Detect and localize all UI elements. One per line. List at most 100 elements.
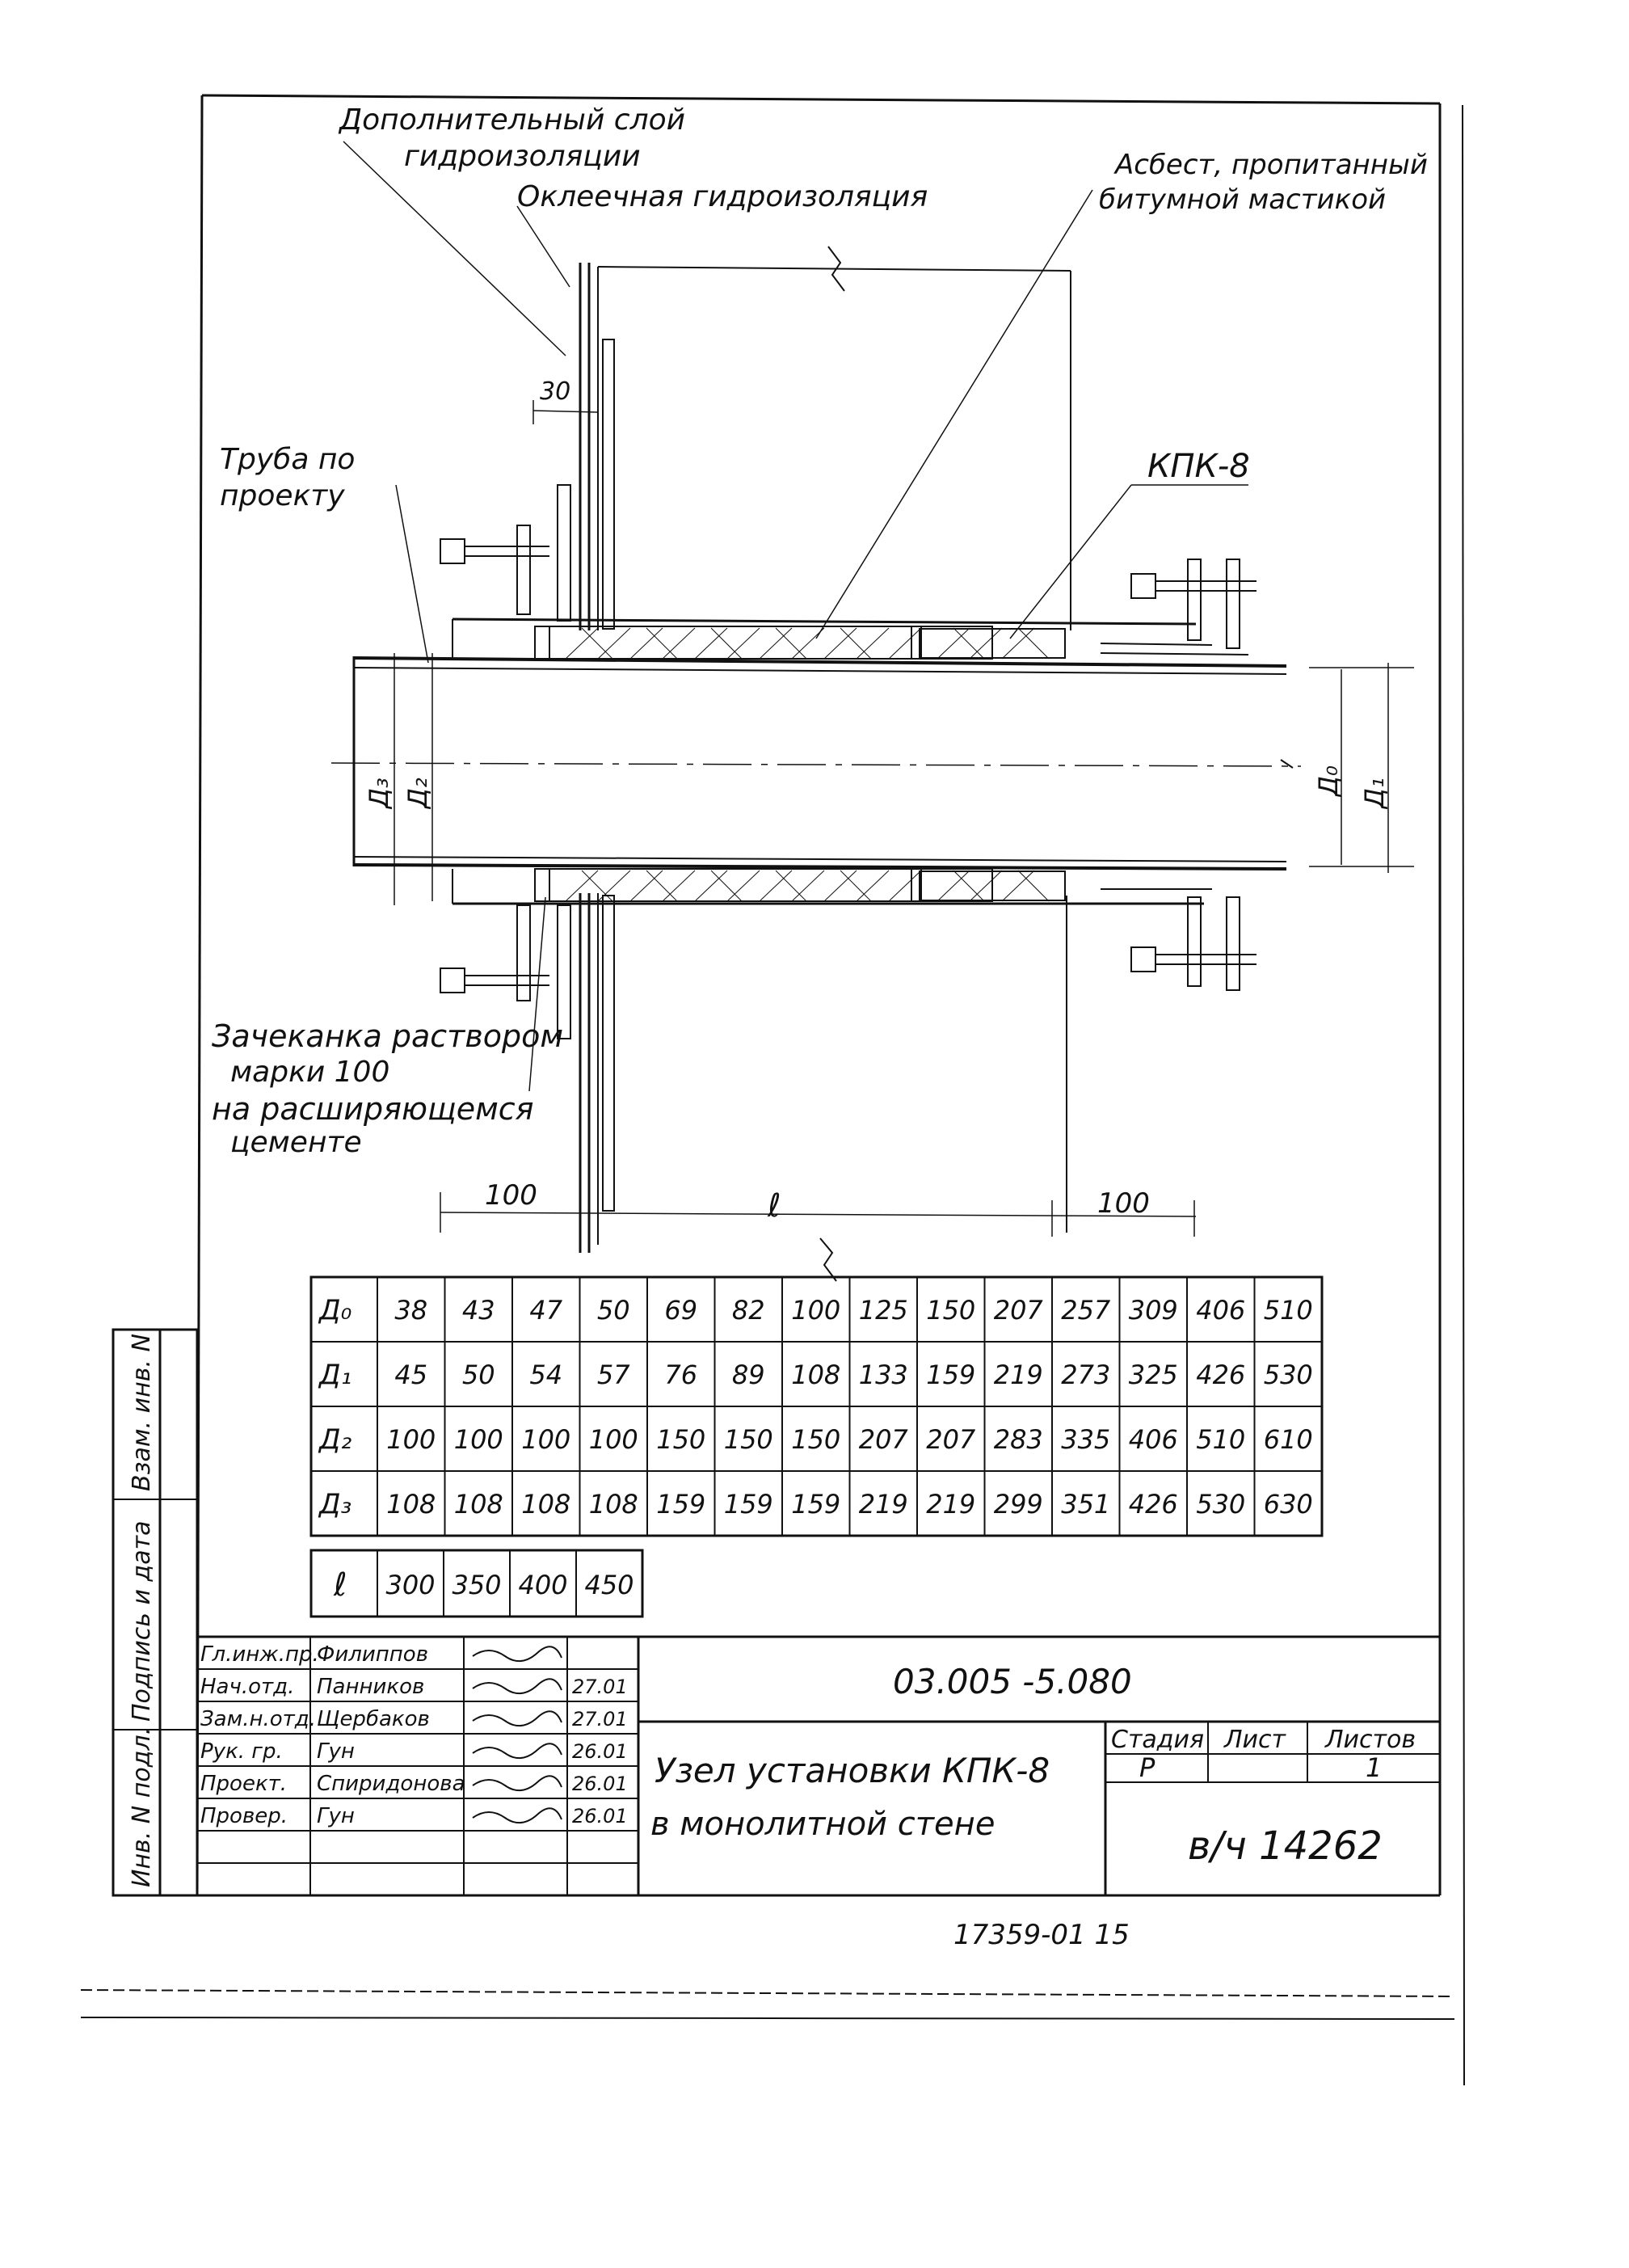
label-kpk8: КПК-8 [1147, 448, 1250, 485]
table-row-label: Д₂ [318, 1423, 352, 1456]
table-cell: 299 [994, 1489, 1043, 1520]
table-cell: 325 [1129, 1360, 1178, 1390]
label-asbestos-2: битумной мастикой [1099, 183, 1386, 216]
table-cell: 257 [1061, 1295, 1111, 1326]
signature [472, 1710, 562, 1726]
drawing-code: 03.005 -5.080 [893, 1662, 1132, 1701]
table-cell: 335 [1061, 1424, 1110, 1455]
tb-name: Спиридонова [317, 1772, 465, 1796]
stamp-inv-number: Инв. N подл. [128, 1727, 156, 1887]
table-cell: 150 [791, 1424, 840, 1455]
tb-role: Проект. [200, 1772, 287, 1796]
table-cell: 47 [529, 1295, 562, 1326]
table-cell: 108 [454, 1489, 503, 1520]
table-cell: 207 [994, 1295, 1044, 1326]
tb-date: 26.01 [572, 1773, 628, 1795]
signature [472, 1775, 562, 1791]
dim-d3: Д₃ [364, 778, 394, 810]
length-label: ℓ [333, 1566, 347, 1604]
label-glued-waterproofing: Оклеечная гидроизоляция [517, 180, 928, 213]
table-cell: 108 [791, 1360, 840, 1390]
length-cell: 450 [584, 1570, 634, 1600]
dim-30: 30 [540, 377, 570, 406]
table-cell: 610 [1264, 1424, 1313, 1455]
table-cell: 100 [454, 1424, 503, 1455]
table-cell: 630 [1264, 1489, 1313, 1520]
sheets-header: Листов [1324, 1726, 1416, 1754]
tb-name: Гун [317, 1804, 355, 1828]
table-cell: 50 [597, 1295, 630, 1326]
drawing-title-1: Узел установки КПК-8 [655, 1751, 1050, 1790]
table-cell: 100 [386, 1424, 436, 1455]
table-cell: 50 [462, 1360, 495, 1390]
table-cell: 406 [1196, 1295, 1245, 1326]
table-cell: 38 [394, 1295, 427, 1326]
tb-role: Провер. [200, 1804, 288, 1828]
label-caulk-3: на расширяющемся [212, 1091, 534, 1127]
table-cell: 406 [1129, 1424, 1178, 1455]
label-extra-layer-1: Дополнительный слой [338, 103, 685, 137]
table-cell: 100 [791, 1295, 840, 1326]
table-cell: 530 [1196, 1489, 1245, 1520]
table-cell: 89 [732, 1360, 765, 1390]
signature [472, 1743, 562, 1759]
stamp-replace-inv: Взам. инв. N [128, 1334, 156, 1491]
label-caulk-1: Зачеканка раствором [212, 1018, 563, 1054]
tb-name: Щербаков [317, 1707, 430, 1731]
table-cell: 219 [859, 1489, 908, 1520]
table-cell: 159 [791, 1489, 840, 1520]
table-cell: 159 [926, 1360, 975, 1390]
table-row-label: Д₁ [318, 1359, 351, 1391]
length-cell: 350 [452, 1570, 501, 1600]
table-cell: 82 [732, 1295, 765, 1326]
sleeve-top [452, 618, 1249, 660]
sheets-value: 1 [1366, 1752, 1382, 1783]
table-cell: 159 [656, 1489, 705, 1520]
tb-date: 26.01 [572, 1740, 628, 1763]
table-cell: 150 [656, 1424, 705, 1455]
drawing-title-2: в монолитной стене [650, 1806, 995, 1843]
tb-name: Панников [317, 1675, 424, 1699]
label-extra-layer-2: гидроизоляции [404, 140, 641, 173]
table-cell: 43 [462, 1295, 495, 1326]
callout-labels: Дополнительный слой гидроизоляции Оклееч… [212, 103, 1428, 1159]
table-cell: 283 [994, 1424, 1043, 1455]
table-cell: 100 [589, 1424, 638, 1455]
table-cell: 108 [386, 1489, 436, 1520]
tb-role: Рук. гр. [200, 1739, 283, 1764]
table-cell: 207 [859, 1424, 909, 1455]
table-cell: 150 [926, 1295, 975, 1326]
right-flange-bolts [1130, 559, 1256, 991]
tb-role: Нач.отд. [200, 1675, 294, 1699]
dim-d2: Д₂ [402, 778, 433, 810]
callout-leaders [343, 141, 1248, 1092]
length-cell: 400 [518, 1570, 567, 1600]
table-cell: 426 [1196, 1360, 1245, 1390]
tb-date: 27.01 [572, 1676, 628, 1698]
sleeve-bottom [452, 868, 1212, 905]
table-cell: 273 [1061, 1360, 1110, 1390]
table-cell: 57 [597, 1360, 630, 1390]
archive-number: в/ч 14262 [1188, 1823, 1383, 1869]
signature [472, 1807, 562, 1823]
table-cell: 108 [521, 1489, 570, 1520]
left-flange-bolts [440, 484, 571, 1039]
table-cell: 76 [664, 1360, 697, 1390]
table-cell: 54 [529, 1360, 562, 1390]
dimension-labels: 30 100 100 ℓ Д₃ Д₂ Д₀ Д₁ [364, 377, 1390, 1225]
table-cell: 150 [724, 1424, 773, 1455]
length-cell: 300 [385, 1570, 435, 1600]
table-cell: 510 [1264, 1295, 1313, 1326]
table-cell: 207 [926, 1424, 976, 1455]
table-cell: 219 [926, 1489, 975, 1520]
tb-date: 26.01 [572, 1805, 628, 1827]
table-cell: 530 [1264, 1360, 1313, 1390]
table-row-label: Д₀ [318, 1294, 352, 1326]
tb-name: Гун [317, 1739, 355, 1764]
table-cell: 426 [1129, 1489, 1178, 1520]
stage-value: Р [1139, 1752, 1155, 1783]
table-cell: 351 [1061, 1489, 1110, 1520]
label-pipe-2: проекту [220, 479, 345, 512]
